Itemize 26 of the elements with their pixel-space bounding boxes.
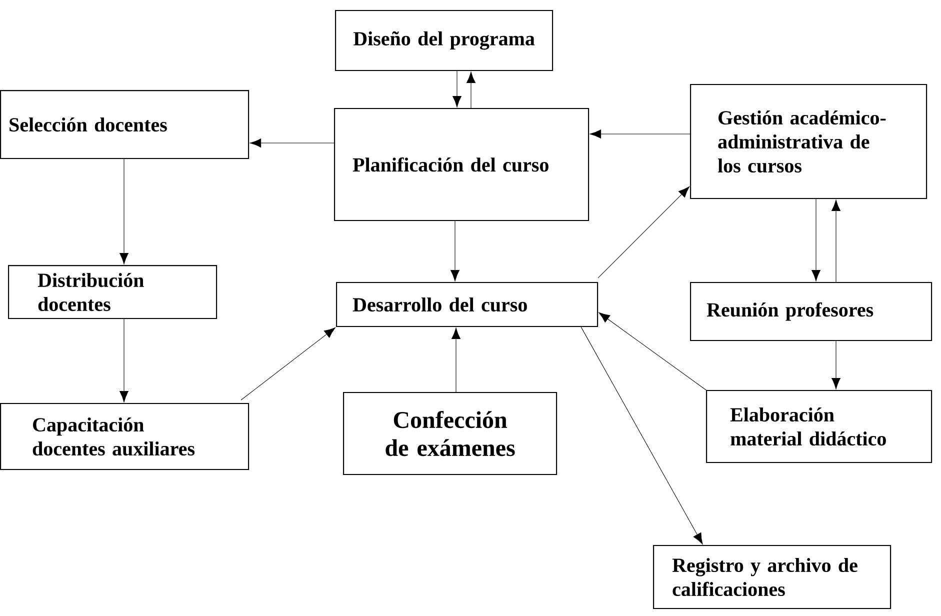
arrow (240, 327, 336, 400)
process-box: Desarrollo del curso (336, 282, 598, 328)
arrow (590, 130, 690, 138)
arrow (120, 318, 128, 402)
arrow (812, 198, 820, 282)
process-box: Registro y archivo de calificaciones (653, 545, 892, 610)
process-box: Confección de exámenes (343, 392, 558, 476)
process-box: Selección docentes (0, 90, 250, 160)
process-box: Elaboración material didáctico (706, 390, 932, 464)
arrow (250, 138, 334, 148)
arrow (832, 340, 840, 390)
arrow (120, 158, 128, 264)
process-box: Diseño del programa (335, 10, 554, 72)
process-box: Distribución docentes (8, 265, 218, 320)
process-box: Gestión académico-administrativa de los cursos (690, 84, 928, 200)
arrow (452, 328, 460, 392)
arrow (832, 200, 840, 282)
process-box: Capacitación docentes auxiliares (0, 403, 250, 470)
arrow (580, 326, 703, 544)
process-box: Reunión profesores (690, 282, 932, 342)
arrow (598, 312, 706, 390)
arrow (466, 72, 476, 108)
arrow (450, 220, 460, 282)
arrow (452, 70, 462, 108)
arrow (598, 186, 690, 278)
process-box: Planificación del curso (334, 108, 590, 222)
